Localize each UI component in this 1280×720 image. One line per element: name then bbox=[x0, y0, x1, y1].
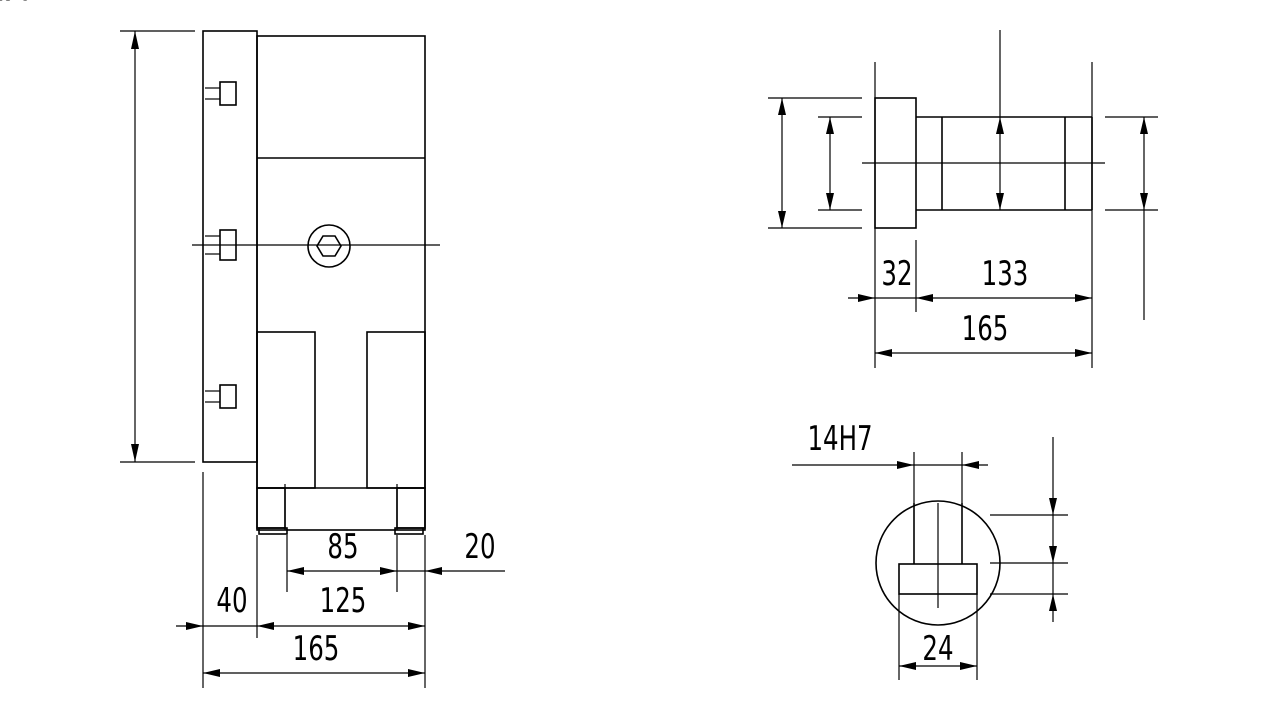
side-view: Ø100H7 Ø70H7 Ø71 Ø70H7 32 bbox=[0, 0, 1158, 368]
dim-165-side bbox=[875, 349, 1092, 357]
dim-40-125 bbox=[176, 622, 425, 630]
dim-85 bbox=[287, 567, 397, 575]
dim-20-label: 20 bbox=[464, 527, 495, 566]
dim-dia-70h7-left bbox=[826, 117, 834, 210]
left-foot-base bbox=[258, 527, 288, 535]
left-foot bbox=[256, 487, 286, 529]
dim-14-label: 14 bbox=[0, 0, 16, 8]
dia-70h7-right-label: Ø70H7 bbox=[0, 0, 42, 8]
right-jaw bbox=[366, 331, 426, 489]
dim-40-label: 40 bbox=[216, 581, 247, 620]
dim-dia-100h7 bbox=[778, 98, 786, 228]
dia-320-label: Ø320 bbox=[0, 0, 33, 8]
dim-20 bbox=[397, 567, 505, 575]
main-body bbox=[256, 35, 426, 531]
bolt-bottom bbox=[205, 384, 237, 409]
hex-socket-icon bbox=[316, 235, 342, 257]
dim-133-label: 133 bbox=[982, 254, 1029, 293]
right-foot-base bbox=[394, 527, 424, 535]
dim-24 bbox=[898, 594, 978, 680]
dim-10-label: 10 bbox=[0, 0, 16, 8]
dim-14h7-label: 14H7 bbox=[807, 419, 872, 458]
dim-dia-71 bbox=[996, 30, 1004, 210]
bolt-top bbox=[205, 81, 237, 106]
key-head bbox=[898, 563, 978, 595]
dim-dia-70h7-right bbox=[1140, 117, 1148, 320]
front-view: Ø320 85 20 40 125 bbox=[0, 0, 505, 688]
key-view: 14H7 14 10 24 bbox=[0, 0, 1068, 680]
hex-socket-outer bbox=[307, 224, 351, 268]
dim-85-label: 85 bbox=[327, 527, 358, 566]
dim-dia-320 bbox=[120, 30, 195, 463]
dim-165-front bbox=[203, 669, 425, 677]
dia-70h7-left-label: Ø70H7 bbox=[0, 0, 42, 8]
left-jaw bbox=[256, 331, 316, 489]
dim-32-label: 32 bbox=[881, 254, 912, 293]
dim-165-front-label: 165 bbox=[293, 629, 340, 668]
dim-165-side-label: 165 bbox=[962, 309, 1009, 348]
dia-71-label: Ø71 bbox=[0, 0, 25, 8]
dim-24-label: 24 bbox=[922, 629, 953, 668]
right-foot bbox=[396, 487, 426, 529]
dim-14-vertical bbox=[1049, 437, 1057, 622]
dim-32-133 bbox=[848, 294, 1092, 302]
dim-125-label: 125 bbox=[320, 581, 367, 620]
dia-100h7-label: Ø100H7 bbox=[0, 0, 50, 8]
dim-14h7 bbox=[792, 452, 988, 503]
flange-plate bbox=[202, 30, 258, 463]
